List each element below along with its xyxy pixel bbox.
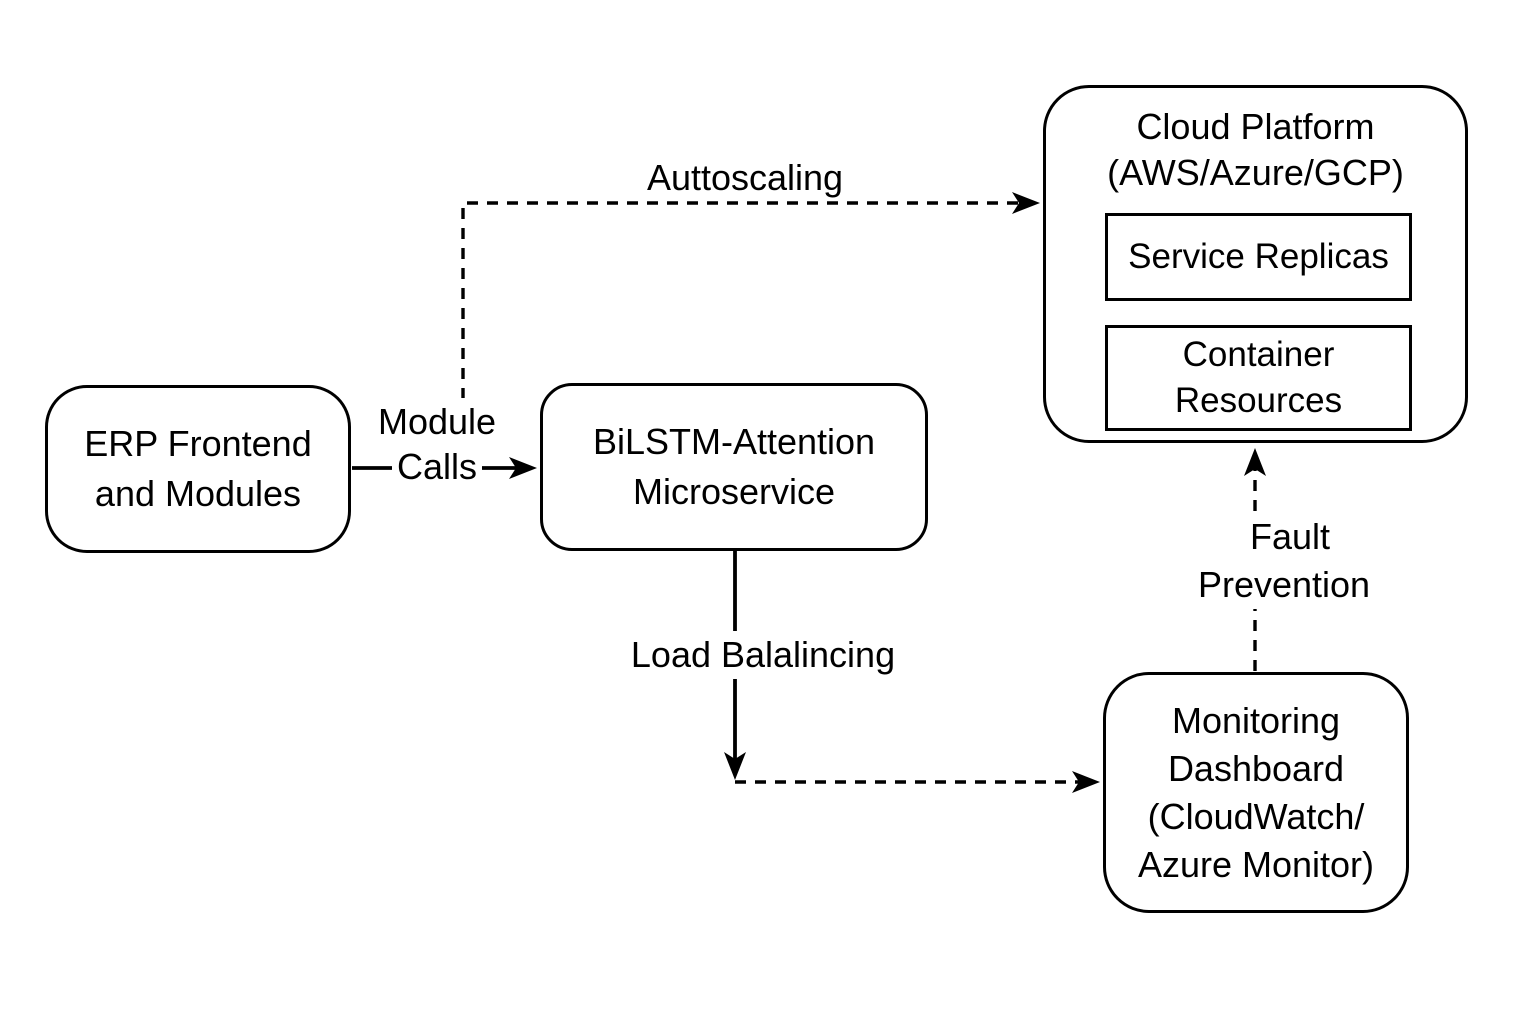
- node-cloud-title-line1: Cloud Platform: [1136, 106, 1375, 147]
- subnode-service-replicas-label: Service Replicas: [1128, 237, 1389, 276]
- subnode-container-resources-line2: Resources: [1174, 381, 1343, 420]
- subnode-container-resources-line1: Container: [1182, 335, 1335, 374]
- node-monitoring-line1: Monitoring: [1171, 699, 1341, 741]
- arrowhead-right-icon: [1012, 192, 1040, 214]
- node-erp-frontend: ERP Frontend and Modules: [45, 385, 351, 553]
- node-erp-label-line2: and Modules: [94, 473, 302, 514]
- node-monitoring-line4: Azure Monitor): [1137, 843, 1375, 885]
- node-monitoring-dashboard: Monitoring Dashboard (CloudWatch/ Azure …: [1103, 672, 1409, 913]
- node-bilstm-microservice: BiLSTM-Attention Microservice: [540, 383, 928, 551]
- edge-autoscaling: [461, 192, 1040, 399]
- node-erp-label-line1: ERP Frontend: [84, 423, 312, 464]
- subnode-service-replicas: Service Replicas: [1105, 213, 1412, 301]
- edge-label-autoscaling: Auttoscaling: [646, 157, 844, 198]
- arrowhead-down-icon: [724, 752, 746, 780]
- edge-label-module-calls-line1: Module: [372, 398, 502, 446]
- arrowhead-up-icon: [1244, 448, 1266, 476]
- node-bilstm-label-line2: Microservice: [632, 471, 836, 512]
- subnode-container-resources: Container Resources: [1105, 325, 1412, 431]
- edge-label-fault-prevention-line2: Prevention: [1192, 561, 1376, 609]
- edge-label-fault-prevention-line1: Fault: [1244, 513, 1336, 561]
- edge-label-module-calls-line2: Calls: [391, 443, 483, 491]
- node-monitoring-line2: Dashboard: [1167, 747, 1345, 789]
- arrowhead-right-icon: [509, 457, 537, 479]
- edge-label-load-balancing: Load Balalincing: [625, 631, 901, 679]
- node-cloud-title-line2: (AWS/Azure/GCP): [1107, 152, 1404, 193]
- node-monitoring-line3: (CloudWatch/: [1147, 795, 1365, 837]
- node-bilstm-label-line1: BiLSTM-Attention: [592, 421, 876, 462]
- arrowhead-right-icon: [1072, 771, 1100, 793]
